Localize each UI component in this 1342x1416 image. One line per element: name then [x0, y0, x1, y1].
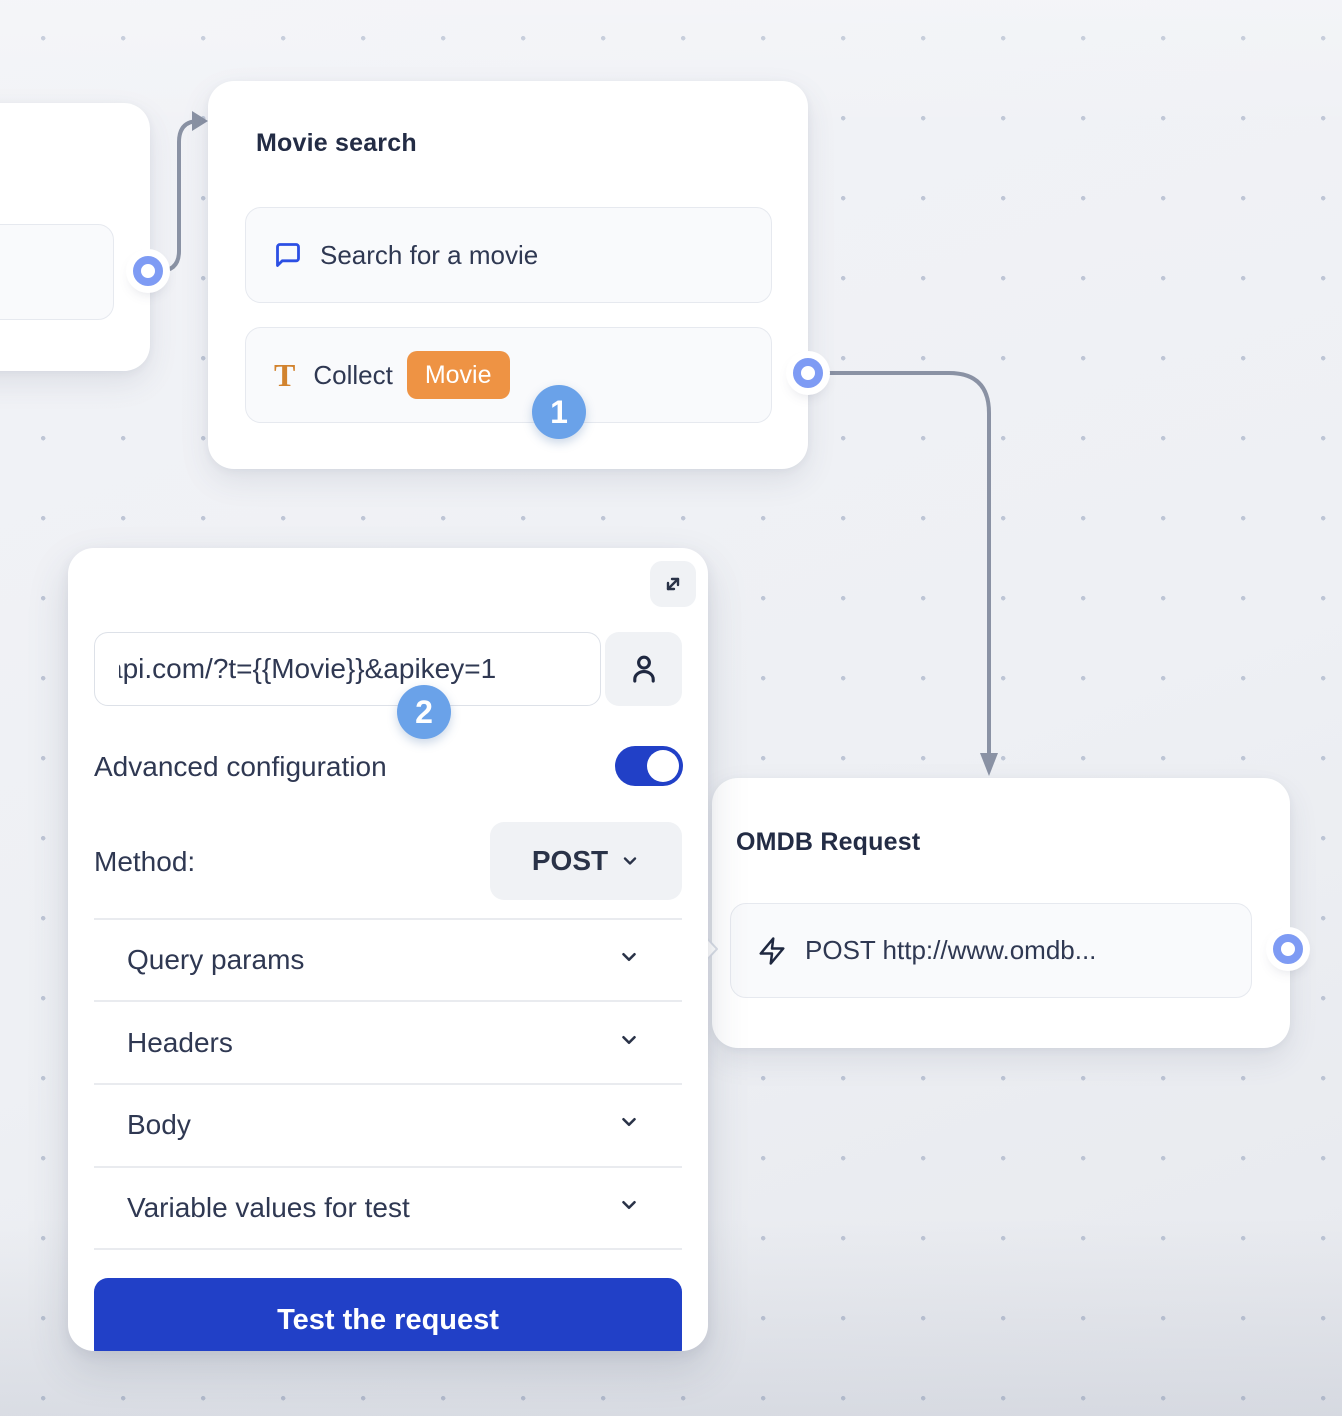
node-title: Movie search — [256, 129, 417, 157]
step-marker-1: 1 — [532, 385, 586, 439]
divider — [94, 1166, 682, 1168]
section-label: Variable values for test — [127, 1192, 410, 1223]
omdb-output-port[interactable] — [1273, 934, 1303, 964]
section-variable-values-for-test[interactable]: Variable values for test — [68, 1168, 708, 1240]
section-query-params[interactable]: Query params — [68, 920, 708, 992]
method-value: POST — [531, 845, 609, 876]
section-label: Headers — [127, 1027, 233, 1058]
movie-search-node-card[interactable]: Movie search Search for a movie T Collec… — [208, 81, 808, 469]
method-dropdown[interactable]: POST — [490, 822, 682, 900]
section-body[interactable]: Body — [68, 1085, 708, 1157]
chevron-down-icon — [618, 946, 640, 968]
divider — [94, 1083, 682, 1085]
divider — [94, 918, 682, 920]
previous-node-output-port[interactable] — [133, 256, 163, 286]
chevron-down-icon — [618, 1194, 640, 1216]
divider — [94, 1000, 682, 1002]
expand-icon — [661, 572, 685, 596]
block-collect-movie[interactable]: T Collect Movie — [245, 327, 772, 423]
connector-arrowhead-right — [192, 111, 208, 131]
variable-chip-movie[interactable]: Movie — [406, 351, 510, 399]
block-label: POST http://www.omdb... — [805, 935, 1097, 965]
person-icon — [627, 652, 661, 686]
section-headers[interactable]: Headers — [68, 1002, 708, 1074]
connector-prev-to-movie-search — [148, 119, 200, 273]
section-label: Body — [127, 1109, 191, 1140]
advanced-configuration-toggle[interactable] — [615, 746, 683, 786]
advanced-configuration-label: Advanced configuration — [94, 751, 387, 782]
toggle-knob — [647, 750, 679, 782]
previous-node-card[interactable] — [0, 103, 150, 371]
block-label: Search for a movie — [320, 239, 539, 270]
lightning-icon — [757, 936, 787, 966]
divider — [94, 1248, 682, 1250]
chat-bubble-icon — [274, 241, 302, 269]
chevron-down-icon — [618, 1029, 640, 1051]
webhook-editor-panel: Advanced configuration Method: POST Quer… — [68, 548, 708, 1351]
omdb-request-node-card[interactable]: OMDB Request POST http://www.omdb... — [712, 778, 1290, 1048]
connector-movie-search-to-omdb — [810, 371, 991, 757]
previous-node-block[interactable] — [0, 224, 114, 320]
insert-variable-button[interactable] — [605, 632, 682, 706]
chevron-down-icon — [620, 851, 640, 871]
step-marker-2: 2 — [397, 685, 451, 739]
block-label: Collect — [313, 359, 393, 390]
test-request-button[interactable]: Test the request — [94, 1278, 682, 1351]
node-title: OMDB Request — [736, 828, 921, 856]
webhook-url-input[interactable] — [94, 632, 601, 706]
expand-button[interactable] — [650, 561, 696, 607]
movie-search-output-port[interactable] — [793, 358, 823, 388]
section-label: Query params — [127, 944, 305, 975]
text-collect-icon: T — [274, 357, 296, 393]
block-search-for-a-movie[interactable]: Search for a movie — [245, 207, 772, 303]
method-label: Method: — [94, 846, 196, 877]
chevron-down-icon — [618, 1111, 640, 1133]
connector-arrowhead-down — [980, 753, 998, 776]
block-omdb-post[interactable]: POST http://www.omdb... — [730, 903, 1252, 998]
